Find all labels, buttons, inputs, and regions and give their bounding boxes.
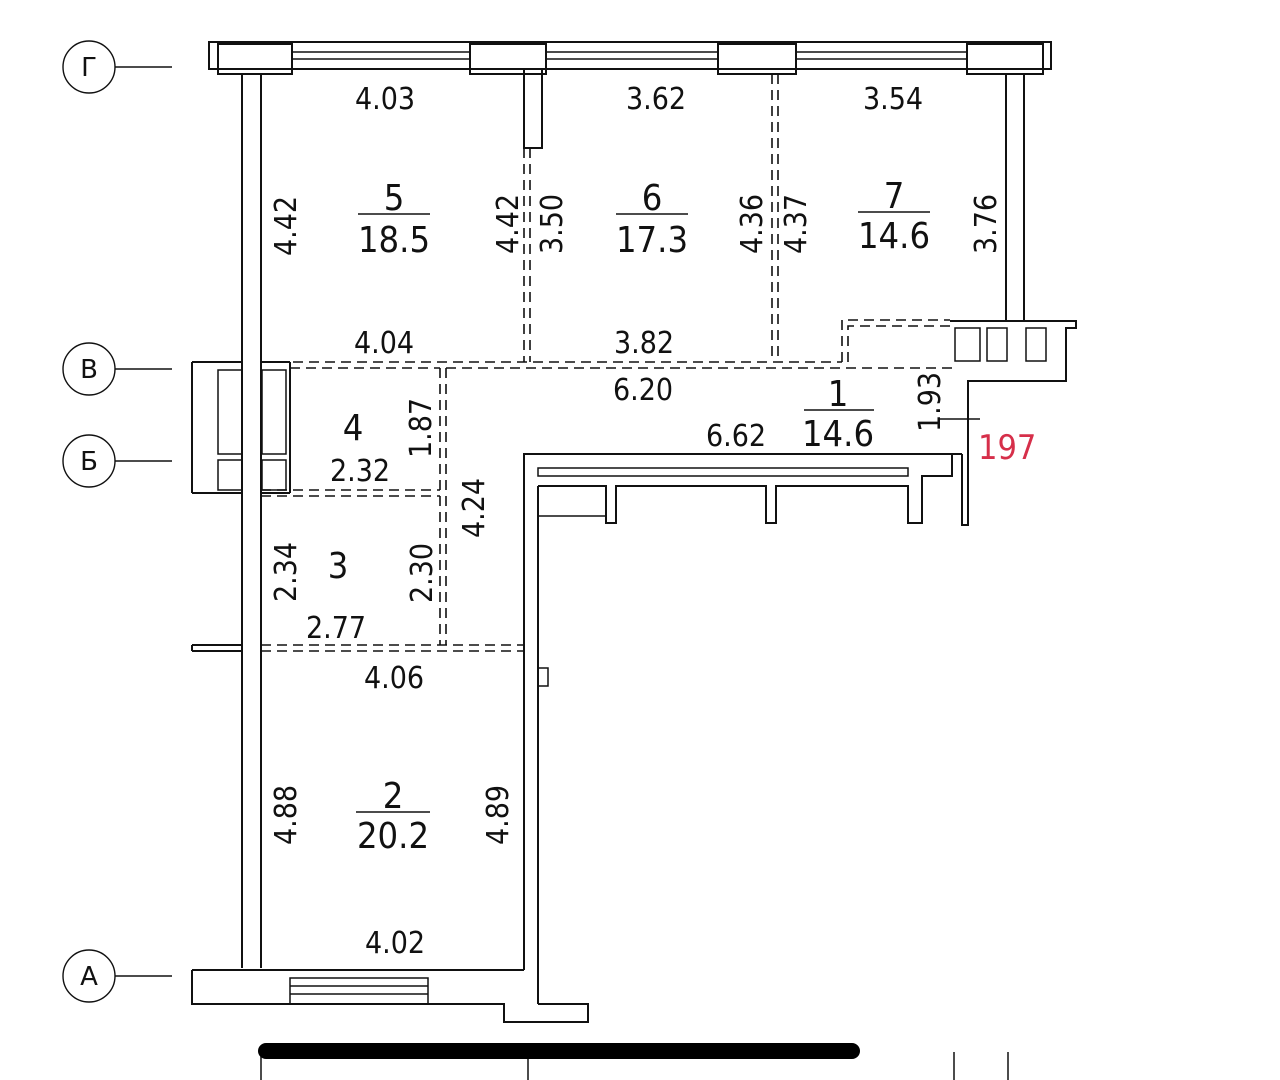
axis-marker-v: В — [62, 342, 172, 396]
dimensions-vertical: 4.42 4.42 3.50 4.36 4.37 3.76 1.87 1.93 … — [269, 194, 1004, 845]
dim-r2-bottom: 4.02 — [365, 926, 425, 961]
dim-r1-side: 1.93 — [913, 372, 948, 432]
room-4: 4 — [343, 408, 364, 449]
red-marker: 197 — [938, 418, 1036, 468]
axis-label-v: В — [80, 355, 98, 385]
dim-r3-width: 2.77 — [306, 611, 366, 646]
dim-r6-left: 3.50 — [535, 194, 570, 254]
room-7-number: 7 — [884, 176, 905, 217]
dim-r7-top: 3.54 — [863, 82, 923, 117]
axis-marker-g: Г — [62, 40, 172, 94]
dim-r1-top: 6.20 — [613, 373, 673, 408]
axis-label-b: Б — [80, 447, 98, 477]
walls — [191, 41, 1077, 1023]
room-3: 3 — [328, 546, 349, 587]
room-1-number: 1 — [828, 374, 849, 415]
room-3-number: 3 — [328, 546, 349, 587]
room-1: 1 14.6 — [802, 374, 874, 455]
room-1-area: 14.6 — [802, 414, 874, 455]
axis-label-a: А — [80, 962, 98, 992]
dim-r2-right: 4.89 — [481, 785, 516, 845]
dim-r7-right: 3.76 — [969, 194, 1004, 254]
room-2-area: 20.2 — [357, 816, 429, 857]
partitions — [261, 74, 952, 652]
dimensions-horizontal: 4.03 3.62 3.54 4.04 3.82 6.20 6.62 2.32 … — [306, 82, 923, 961]
dim-r6-bottom: 3.82 — [614, 326, 674, 361]
marker-197: 197 — [978, 428, 1036, 468]
room-4-number: 4 — [343, 408, 364, 449]
dim-r4-width: 2.32 — [330, 454, 390, 489]
room-5: 5 18.5 — [358, 178, 430, 261]
room-2: 2 20.2 — [356, 776, 430, 857]
dim-r2-left: 4.88 — [269, 785, 304, 845]
dim-corridor: 4.24 — [457, 478, 492, 538]
dim-r7-left: 4.37 — [779, 194, 814, 254]
room-7: 7 14.6 — [858, 176, 930, 257]
dim-r1-bottom: 6.62 — [706, 419, 766, 454]
dim-r3-left: 2.34 — [269, 542, 304, 602]
axis-marker-a: А — [62, 949, 172, 1003]
room-6: 6 17.3 — [616, 178, 688, 261]
dim-r3-right: 2.30 — [405, 543, 440, 603]
bottom-cutoff-lines — [260, 1052, 1009, 1080]
axis-marker-b: Б — [62, 434, 172, 488]
dim-r6-top: 3.62 — [626, 82, 686, 117]
room-2-number: 2 — [383, 776, 404, 817]
dim-r5-bottom: 4.04 — [354, 326, 414, 361]
room-6-area: 17.3 — [616, 220, 688, 261]
axis-label-g: Г — [81, 53, 97, 83]
home-indicator-bar[interactable] — [258, 1043, 860, 1059]
dim-r2-top: 4.06 — [364, 661, 424, 696]
room-7-area: 14.6 — [858, 216, 930, 257]
dim-r5-top: 4.03 — [355, 82, 415, 117]
dim-r5-left: 4.42 — [269, 196, 304, 256]
room-5-number: 5 — [384, 178, 405, 219]
dim-r4-height: 1.87 — [404, 398, 439, 458]
room-6-number: 6 — [642, 178, 663, 219]
dim-r5-right: 4.42 — [491, 194, 526, 254]
dim-r6-right: 4.36 — [735, 194, 770, 254]
room-5-area: 18.5 — [358, 220, 430, 261]
